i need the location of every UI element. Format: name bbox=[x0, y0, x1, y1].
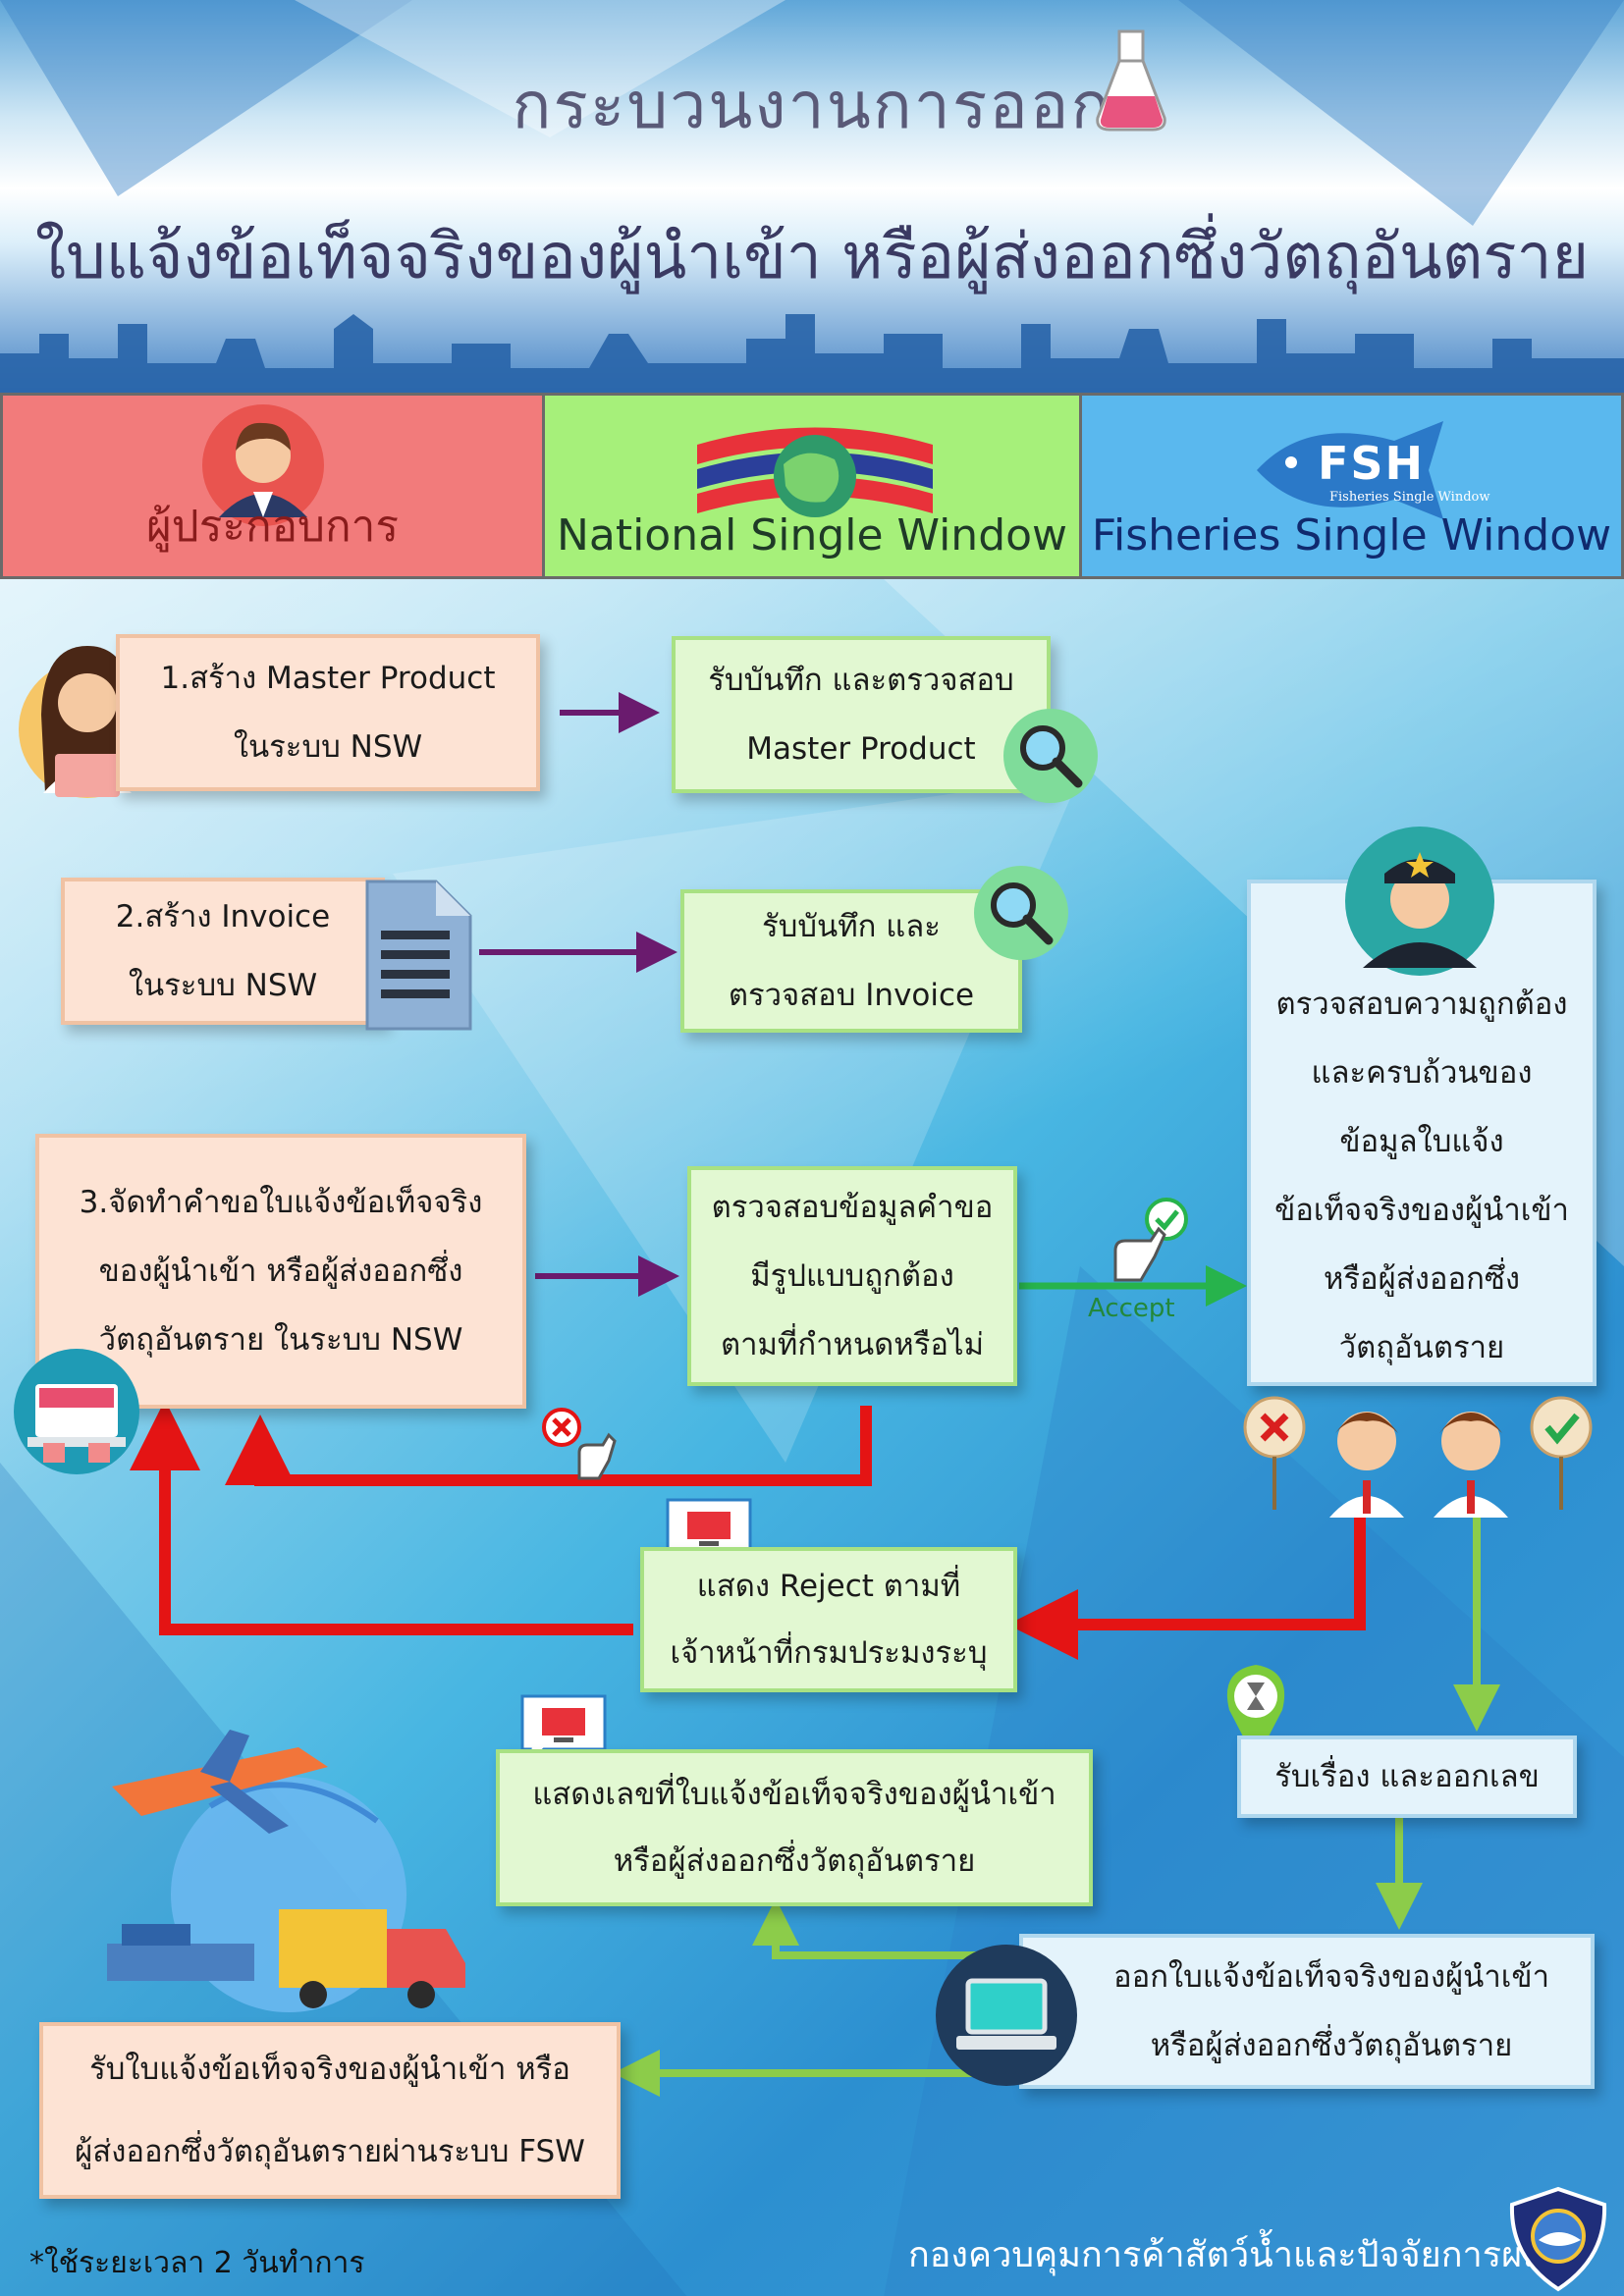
fsw-check-line-5: หรือผู้ส่งออกซึ่ง bbox=[1323, 1261, 1521, 1297]
reviewers-with-signs-icon bbox=[1243, 1396, 1593, 1518]
fsw-check-line-4: ข้อเท็จจริงของผู้นำเข้า bbox=[1274, 1193, 1569, 1228]
step2-line-2: ในระบบ NSW bbox=[128, 968, 318, 1003]
fsw-issue-notice: ออกใบแจ้งข้อเท็จจริงของผู้นำเข้า หรือผู้… bbox=[1019, 1934, 1595, 2089]
show-number-line-1: แสดงเลขที่ใบแจ้งข้อเท็จจริงของผู้นำเข้า bbox=[532, 1777, 1056, 1812]
nsw3-line-2: มีรูปแบบถูกต้อง bbox=[750, 1258, 954, 1294]
lane-fsw: FSH Fisheries Single Window Fisheries Si… bbox=[1079, 393, 1624, 579]
hand-cross-icon bbox=[542, 1408, 617, 1480]
nsw-receive-invoice: รับบันทึก และ ตรวจสอบ Invoice bbox=[680, 889, 1022, 1033]
accept-label: Accept bbox=[1088, 1294, 1175, 1323]
fsw-check-line-3: ข้อมูลใบแจ้ง bbox=[1339, 1124, 1504, 1159]
step3-line-3: วัตถุอันตราย ในระบบ NSW bbox=[98, 1322, 463, 1358]
laptop-typing-icon bbox=[14, 1349, 139, 1474]
step1-create-master-product: 1.สร้าง Master Product ในระบบ NSW bbox=[116, 634, 540, 791]
lane-operator-label: ผู้ประกอบการ bbox=[146, 502, 399, 552]
fsw-check-line-6: วัตถุอันตราย bbox=[1338, 1330, 1505, 1365]
issue-line-1: ออกใบแจ้งข้อเท็จจริงของผู้นำเข้า bbox=[1113, 1959, 1549, 1995]
step3-line-2: ของผู้นำเข้า หรือผู้ส่งออกซึ่ง bbox=[98, 1254, 463, 1289]
fish-inspection-emblem bbox=[1509, 2186, 1607, 2292]
nsw-receive-master-product: รับบันทึก และตรวจสอบ Master Product bbox=[672, 636, 1051, 793]
step2-create-invoice: 2.สร้าง Invoice ในระบบ NSW bbox=[61, 878, 385, 1025]
nsw1-line-2: Master Product bbox=[746, 731, 976, 767]
document-icon bbox=[365, 880, 472, 1031]
show-number-line-2: หรือผู้ส่งออกซึ่งวัตถุอันตราย bbox=[613, 1843, 976, 1879]
operator-receive-notice: รับใบแจ้งข้อเท็จจริงของผู้นำเข้า หรือ ผู… bbox=[39, 2022, 621, 2199]
lane-operator: ผู้ประกอบการ bbox=[0, 393, 545, 579]
magnifier-icon bbox=[974, 866, 1068, 960]
arrow-nsw-reject bbox=[225, 1406, 872, 1486]
thailand-globe-logo bbox=[697, 427, 933, 517]
arrow-fsw-reject bbox=[1007, 1512, 1366, 1660]
fsw-check-line-1: ตรวจสอบความถูกต้อง bbox=[1275, 987, 1568, 1022]
city-skyline bbox=[0, 314, 1624, 393]
lane-nsw: National Single Window bbox=[542, 393, 1082, 579]
officer-icon bbox=[1345, 827, 1494, 976]
hand-check-icon bbox=[1113, 1198, 1188, 1282]
header-facets bbox=[0, 0, 1624, 226]
arrow-reject-to-step3 bbox=[130, 1400, 633, 1635]
laptop-icon bbox=[936, 1945, 1077, 2086]
step3-line-1: 3.จัดทำคำขอใบแจ้งข้อเท็จจริง bbox=[79, 1185, 483, 1220]
step1-line-2: ในระบบ NSW bbox=[233, 729, 423, 765]
nsw3-line-3: ตามที่กำหนดหรือไม่ bbox=[720, 1327, 985, 1362]
nsw-check-request-format: ตรวจสอบข้อมูลคำขอ มีรูปแบบถูกต้อง ตามที่… bbox=[687, 1166, 1017, 1386]
final-line-1: รับใบแจ้งข้อเท็จจริงของผู้นำเข้า หรือ bbox=[89, 2052, 570, 2087]
arrow-issue-to-shownumber bbox=[752, 1898, 1011, 1959]
lane-nsw-label: National Single Window bbox=[556, 510, 1068, 561]
businessman-icon bbox=[202, 404, 324, 526]
reject-display: แสดง Reject ตามที่ เจ้าหน้าที่กรมประมงระ… bbox=[640, 1547, 1017, 1692]
footnote: *ใช้ระยะเวลา 2 วันทำการ bbox=[29, 2246, 365, 2280]
nsw1-line-1: รับบันทึก และตรวจสอบ bbox=[708, 663, 1014, 698]
nsw-show-notice-number: แสดงเลขที่ใบแจ้งข้อเท็จจริงของผู้นำเข้า … bbox=[496, 1749, 1093, 1906]
step1-line-1: 1.สร้าง Master Product bbox=[160, 661, 496, 696]
nsw2-line-1: รับบันทึก และ bbox=[762, 909, 941, 944]
flask-icon bbox=[1096, 29, 1166, 132]
title-line-1: กระบวนงานการออก bbox=[512, 68, 1112, 143]
fsw-check-line-2: และครบถ้วนของ bbox=[1311, 1055, 1533, 1091]
agency-name: กองควบคุมการค้าสัตว์น้ำและปัจจัยการผลิต bbox=[908, 2235, 1567, 2275]
reject-line-1: แสดง Reject ตามที่ bbox=[696, 1569, 961, 1604]
fsw-logo-caption: Fisheries Single Window bbox=[1329, 490, 1490, 505]
fsw-fish-logo bbox=[1257, 421, 1443, 519]
nsw3-line-1: ตรวจสอบข้อมูลคำขอ bbox=[711, 1190, 994, 1225]
step3-create-request: 3.จัดทำคำขอใบแจ้งข้อเท็จจริง ของผู้นำเข้… bbox=[35, 1134, 526, 1409]
header-banner: กระบวนงานการออก ใบแจ้งข้อเท็จจริงของผู้น… bbox=[0, 0, 1624, 393]
fsw-receive-and-number: รับเรื่อง และออกเลข bbox=[1237, 1735, 1577, 1818]
final-line-2: ผู้ส่งออกซึ่งวัตถุอันตรายผ่านระบบ FSW bbox=[75, 2134, 585, 2169]
monitor-chat-icon bbox=[520, 1694, 607, 1767]
issue-line-2: หรือผู้ส่งออกซึ่งวัตถุอันตราย bbox=[1150, 2028, 1513, 2063]
hourglass-pin-icon bbox=[1226, 1665, 1285, 1761]
step2-line-1: 2.สร้าง Invoice bbox=[115, 899, 331, 934]
nsw2-line-2: ตรวจสอบ Invoice bbox=[728, 978, 975, 1013]
reject-line-2: เจ้าหน้าที่กรมประมงระบุ bbox=[670, 1635, 988, 1671]
magnifier-icon bbox=[1003, 709, 1098, 803]
lane-fsw-label: Fisheries Single Window bbox=[1091, 510, 1612, 561]
title-line-2: ใบแจ้งข้อเท็จจริงของผู้นำเข้า หรือผู้ส่ง… bbox=[34, 221, 1590, 294]
fsw-logo-text: FSH bbox=[1318, 437, 1426, 490]
receive-line-1: รับเรื่อง และออกเลข bbox=[1274, 1759, 1540, 1794]
import-export-transport-icon bbox=[107, 1730, 465, 2012]
